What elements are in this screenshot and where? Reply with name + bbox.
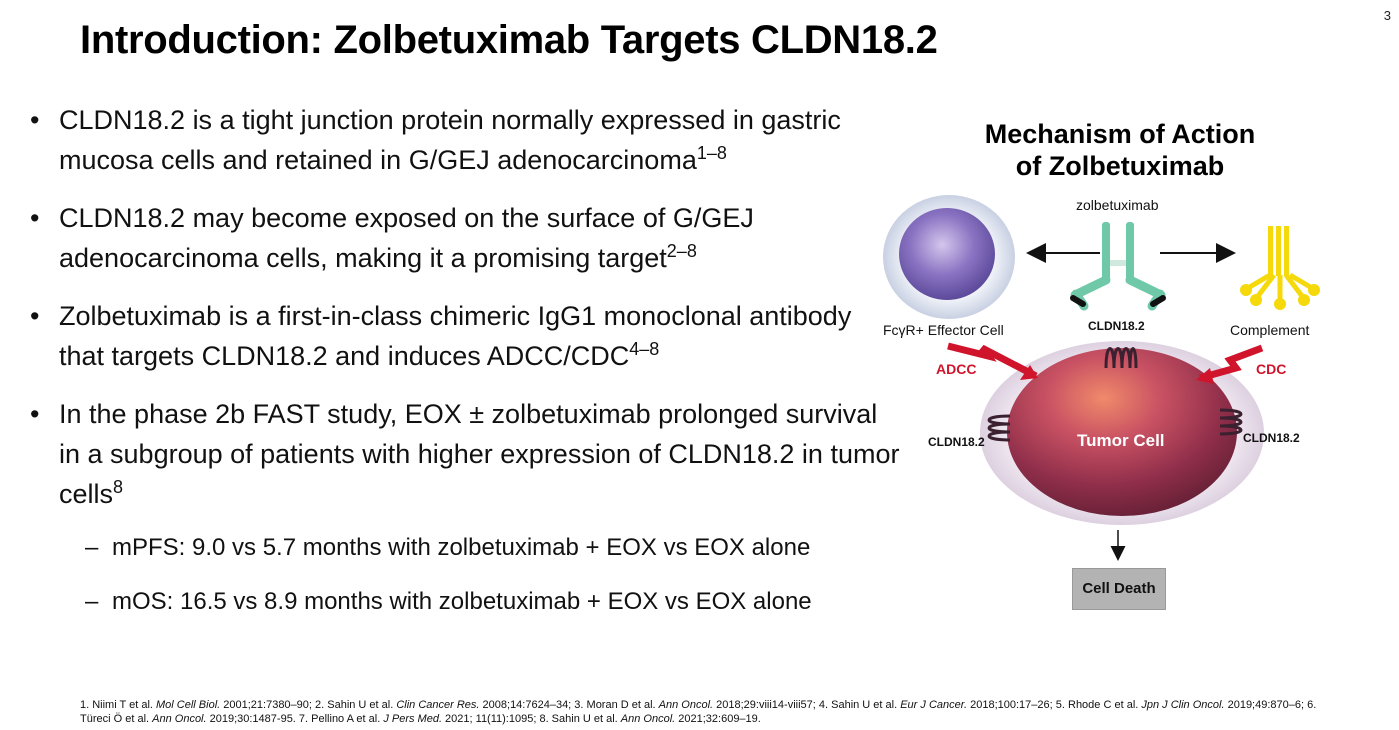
tumor-cell-icon	[980, 341, 1264, 525]
complement-icon	[1240, 226, 1320, 310]
ref-authors: 6. Türeci Ö et al.	[80, 699, 1317, 725]
effector-cell-label: FcγR+ Effector Cell	[883, 322, 1004, 338]
reference-item: 1. Niimi T et al. Mol Cell Biol. 2001;21…	[80, 699, 315, 711]
ref-journal: Ann Oncol.	[620, 713, 676, 725]
citation-superscript: 2–8	[666, 241, 697, 261]
ref-authors: 5. Rhode C et al.	[1055, 699, 1142, 711]
ref-authors: 3. Moran D et al.	[574, 699, 659, 711]
cldn-left-label: CLDN18.2	[928, 435, 985, 449]
effector-cell-icon	[883, 195, 1015, 319]
reference-item: 7. Pellino A et al. J Pers Med. 2021; 11…	[299, 713, 540, 725]
reference-item: 6. Türeci Ö et al. Ann Oncol. 2019;30:14…	[80, 699, 1316, 725]
antibody-icon	[1070, 222, 1166, 311]
ref-journal: J Pers Med.	[383, 713, 442, 725]
ref-authors: 1. Niimi T et al.	[80, 699, 157, 711]
bullet-text: In the phase 2b FAST study, EOX ± zolbet…	[59, 399, 900, 509]
ref-authors: 4. Sahin U et al.	[818, 699, 901, 711]
adcc-arrow-icon	[947, 342, 1038, 380]
cdc-label: CDC	[1256, 361, 1287, 377]
ref-details: 2018;100:17–26;	[967, 699, 1056, 711]
ref-authors: 8. Sahin U et al.	[539, 713, 621, 725]
ref-details: 2008;14:7624–34;	[479, 699, 575, 711]
ref-details: 2019;30:1487-95.	[206, 713, 299, 725]
citation-superscript: 4–8	[629, 339, 660, 359]
page-number: 3	[1383, 8, 1391, 23]
sub-bullet-text: mPFS: 9.0 vs 5.7 months with zolbetuxima…	[112, 534, 811, 561]
antibody-label: zolbetuximab	[1076, 197, 1159, 213]
cdc-arrowhead	[1196, 368, 1214, 384]
reference-item: 5. Rhode C et al. Jpn J Clin Oncol. 2019…	[1056, 699, 1307, 711]
tumor-cell-label: Tumor Cell	[1077, 431, 1165, 450]
bullet-dot: •	[30, 301, 40, 331]
bullet-dot: •	[30, 203, 40, 233]
reference-item: 2. Sahin U et al. Clin Cancer Res. 2008;…	[315, 699, 574, 711]
bullet-dot: •	[30, 105, 40, 135]
diagram-title-line1: Mechanism of Action	[984, 119, 1256, 149]
ref-journal: Eur J Cancer.	[900, 699, 968, 711]
ref-journal: Mol Cell Biol.	[156, 699, 221, 711]
ref-details: 2021;32:609–19.	[675, 713, 761, 725]
cell-death-box: Cell Death	[1072, 568, 1166, 610]
cdc-arrow-icon	[1199, 344, 1264, 382]
ref-details: 2018;29:viii14-viii57;	[713, 699, 819, 711]
ref-authors: 2. Sahin U et al.	[315, 699, 397, 711]
ref-journal: Jpn J Clin Oncol.	[1141, 699, 1225, 711]
bullet-item: • CLDN18.2 may become exposed on the surf…	[30, 198, 900, 278]
bullet-text: CLDN18.2 is a tight junction protein nor…	[59, 105, 841, 175]
sub-bullet-text: mOS: 16.5 vs 8.9 months with zolbetuxima…	[112, 588, 812, 615]
cldn-top-icon	[1104, 347, 1138, 369]
ref-details: 2021; 11(11):1095;	[442, 713, 540, 725]
sub-bullet-item: –mOS: 16.5 vs 8.9 months with zolbetuxim…	[30, 586, 900, 618]
bullet-text: Zolbetuximab is a first-in-class chimeri…	[59, 301, 852, 371]
adcc-label: ADCC	[936, 361, 977, 377]
bullet-dot: •	[30, 399, 40, 429]
reference-item: 3. Moran D et al. Ann Oncol. 2018;29:vii…	[574, 699, 819, 711]
citation-superscript: 1–8	[696, 143, 727, 163]
cldn-right-icon	[1219, 408, 1243, 436]
citation-superscript: 8	[113, 477, 124, 497]
slide-title: Introduction: Zolbetuximab Targets CLDN1…	[80, 18, 938, 62]
ref-details: 2001;21:7380–90;	[220, 699, 316, 711]
cldn-right-label: CLDN18.2	[1243, 431, 1300, 445]
diagram-title: Mechanism of Action of Zolbetuximab	[870, 118, 1370, 182]
bullet-list: • CLDN18.2 is a tight junction protein no…	[30, 100, 900, 618]
adcc-arrowhead	[1020, 365, 1038, 380]
cldn-top-label: CLDN18.2	[1088, 319, 1145, 333]
references: 1. Niimi T et al. Mol Cell Biol. 2001;21…	[80, 698, 1340, 726]
sub-bullet-dash: –	[85, 588, 99, 615]
mechanism-diagram: Mechanism of Action of Zolbetuximab	[870, 110, 1390, 630]
bullet-item: • CLDN18.2 is a tight junction protein no…	[30, 100, 900, 180]
ref-journal: Clin Cancer Res.	[396, 699, 480, 711]
bullet-item: • Zolbetuximab is a first-in-class chimer…	[30, 296, 900, 376]
sub-bullet-dash: –	[85, 534, 99, 561]
reference-item: 8. Sahin U et al. Ann Oncol. 2021;32:609…	[539, 713, 760, 725]
ref-details: 2019;49:870–6;	[1224, 699, 1308, 711]
reference-item: 4. Sahin U et al. Eur J Cancer. 2018;100…	[819, 699, 1056, 711]
ref-journal: Ann Oncol.	[658, 699, 714, 711]
diagram-title-line2: of Zolbetuximab	[1015, 151, 1225, 181]
ref-authors: 7. Pellino A et al.	[298, 713, 384, 725]
complement-label: Complement	[1230, 322, 1310, 338]
sub-bullet-item: –mPFS: 9.0 vs 5.7 months with zolbetuxim…	[30, 532, 900, 564]
diagram-graphics	[883, 195, 1320, 561]
bullet-text: CLDN18.2 may become exposed on the surfa…	[59, 203, 754, 273]
ref-journal: Ann Oncol.	[152, 713, 207, 725]
bullet-item: • In the phase 2b FAST study, EOX ± zolbe…	[30, 394, 900, 514]
cldn-left-icon	[987, 414, 1011, 442]
